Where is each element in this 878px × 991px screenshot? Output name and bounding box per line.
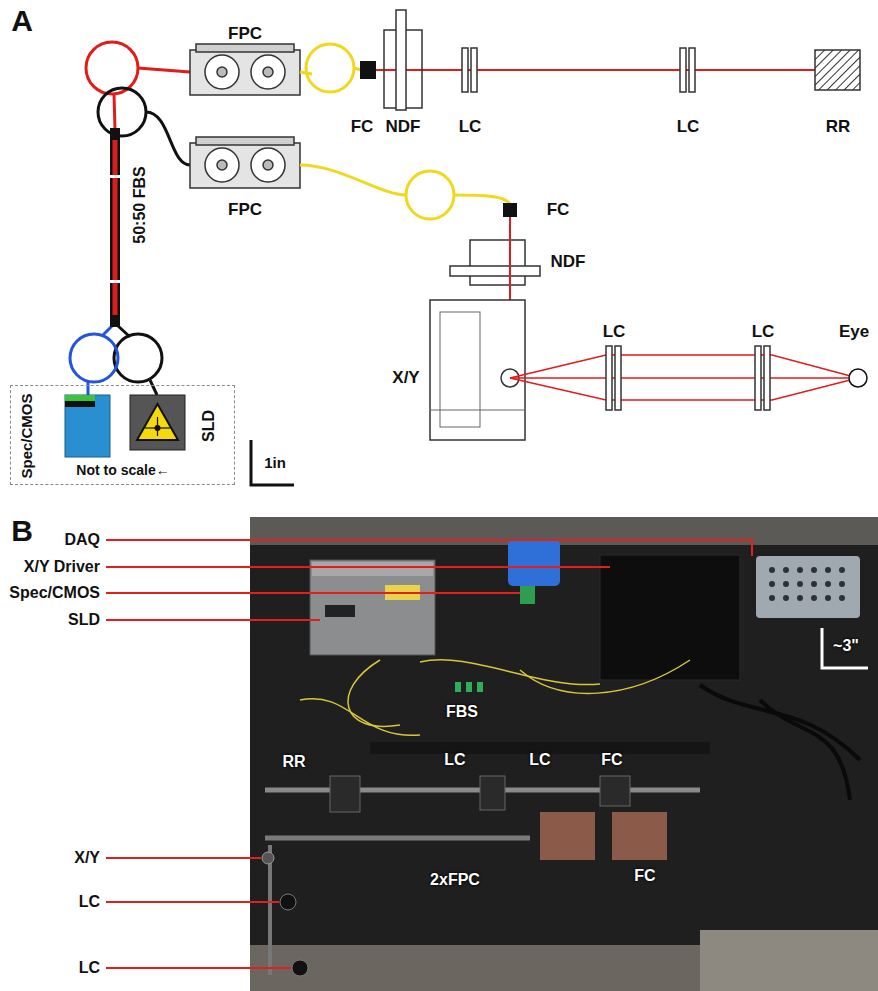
panel-letter: A: [11, 4, 33, 37]
part-label: SLD: [68, 611, 100, 629]
part-label: LC: [603, 323, 626, 342]
part-label: X/Y: [74, 849, 100, 867]
leader-line: [106, 540, 752, 968]
photo-label: FBS: [446, 703, 478, 721]
part-label: 50:50 FBS: [131, 166, 149, 243]
photo-label: 2xFPC: [430, 871, 480, 889]
photo: [250, 517, 878, 991]
part-label: FPC: [228, 25, 262, 44]
part-label: X/Y: [392, 369, 419, 388]
part-label: NDF: [551, 253, 586, 272]
part-label: LC: [752, 323, 775, 342]
photo-label: FC: [634, 867, 655, 885]
part-label: LC: [79, 893, 100, 911]
part-label: DAQ: [64, 531, 100, 549]
part-label: FC: [547, 201, 570, 220]
polarization-controller: [190, 44, 300, 188]
scale-label: 1in: [264, 455, 286, 472]
part-label: FPC: [228, 201, 262, 220]
part-label: RR: [826, 118, 851, 137]
spectrometer-icon: [65, 395, 110, 457]
photo-label: RR: [282, 753, 305, 771]
photo-label: FC: [601, 751, 622, 769]
part-label: FC: [351, 118, 374, 137]
scale-bar: [251, 440, 294, 485]
fiber-black: [98, 88, 190, 395]
part-label: Spec/CMOS: [9, 584, 100, 602]
part-label: LC: [677, 118, 700, 137]
part-label: NDF: [386, 118, 421, 137]
part-label: LC: [459, 118, 482, 137]
part-label: X/Y Driver: [24, 558, 100, 576]
fiber-coupler: [110, 128, 120, 327]
panel-letter: B: [11, 514, 33, 547]
laser-icon: [130, 395, 185, 450]
fiber-red: [86, 42, 190, 130]
sample-arm: [430, 217, 867, 440]
scale-label: ~3": [833, 637, 859, 655]
dashed-group-box: Spec/CMOS SLD Not to scale←: [10, 385, 235, 485]
part-label: Eye: [839, 323, 869, 342]
photo-label: LC: [444, 751, 465, 769]
node-text: Not to scale←: [76, 463, 169, 478]
part-label: LC: [79, 959, 100, 977]
node-text: SLD: [200, 410, 218, 442]
reference-arm: [376, 10, 860, 110]
photo-label: LC: [529, 751, 550, 769]
node-text: Spec/CMOS: [19, 393, 36, 478]
